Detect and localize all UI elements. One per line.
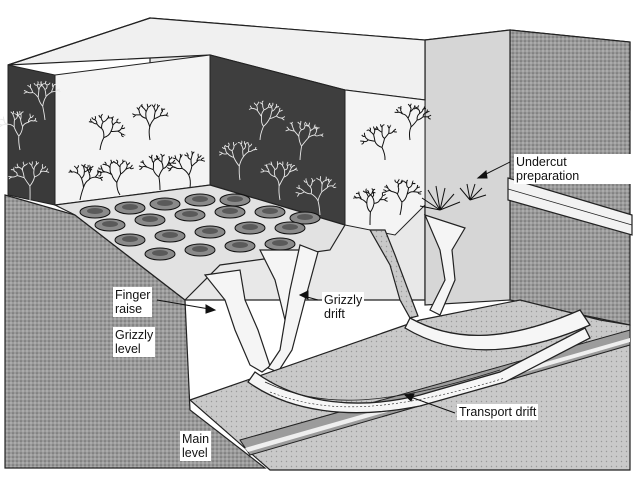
draw-cone-throat [202, 228, 218, 234]
draw-cone-throat [182, 211, 198, 217]
rock-crack [8, 176, 12, 177]
rock-crack [173, 163, 177, 164]
draw-cone-throat [282, 224, 298, 230]
label-main-level: Main level [180, 431, 211, 461]
label-grizzly-drift: Grizzly drift [322, 292, 364, 322]
rock-crack [3, 117, 4, 121]
draw-cone-throat [297, 214, 313, 220]
label-undercut-preparation: Undercut preparation [514, 154, 635, 184]
draw-cone-throat [232, 242, 248, 248]
draw-cone-throat [122, 236, 138, 242]
label-finger-raise: Finger raise [113, 287, 152, 317]
label-transport-drift: Transport drift [457, 404, 538, 420]
draw-cone-throat [262, 208, 278, 214]
draw-cone-throat [192, 196, 208, 202]
draw-cone-throat [122, 204, 138, 210]
rock-crack [21, 115, 22, 120]
draw-cone-throat [227, 196, 243, 202]
rock-crack [413, 192, 418, 193]
draw-cone-throat [142, 216, 158, 222]
label-grizzly-level: Grizzly level [113, 327, 155, 357]
rock-crack [162, 157, 163, 162]
draw-cone-throat [242, 224, 258, 230]
draw-cone-throat [102, 221, 118, 227]
draw-cone-throat [192, 246, 208, 252]
draw-cone-throat [162, 232, 178, 238]
rock-crack [4, 120, 7, 124]
draw-cone-throat [272, 240, 288, 246]
rock-crack [13, 111, 14, 115]
draw-cone-throat [87, 208, 103, 214]
draw-cone-throat [222, 208, 238, 214]
draw-cone-throat [152, 250, 168, 256]
draw-cone-throat [157, 200, 173, 206]
rock-crack [300, 121, 301, 125]
